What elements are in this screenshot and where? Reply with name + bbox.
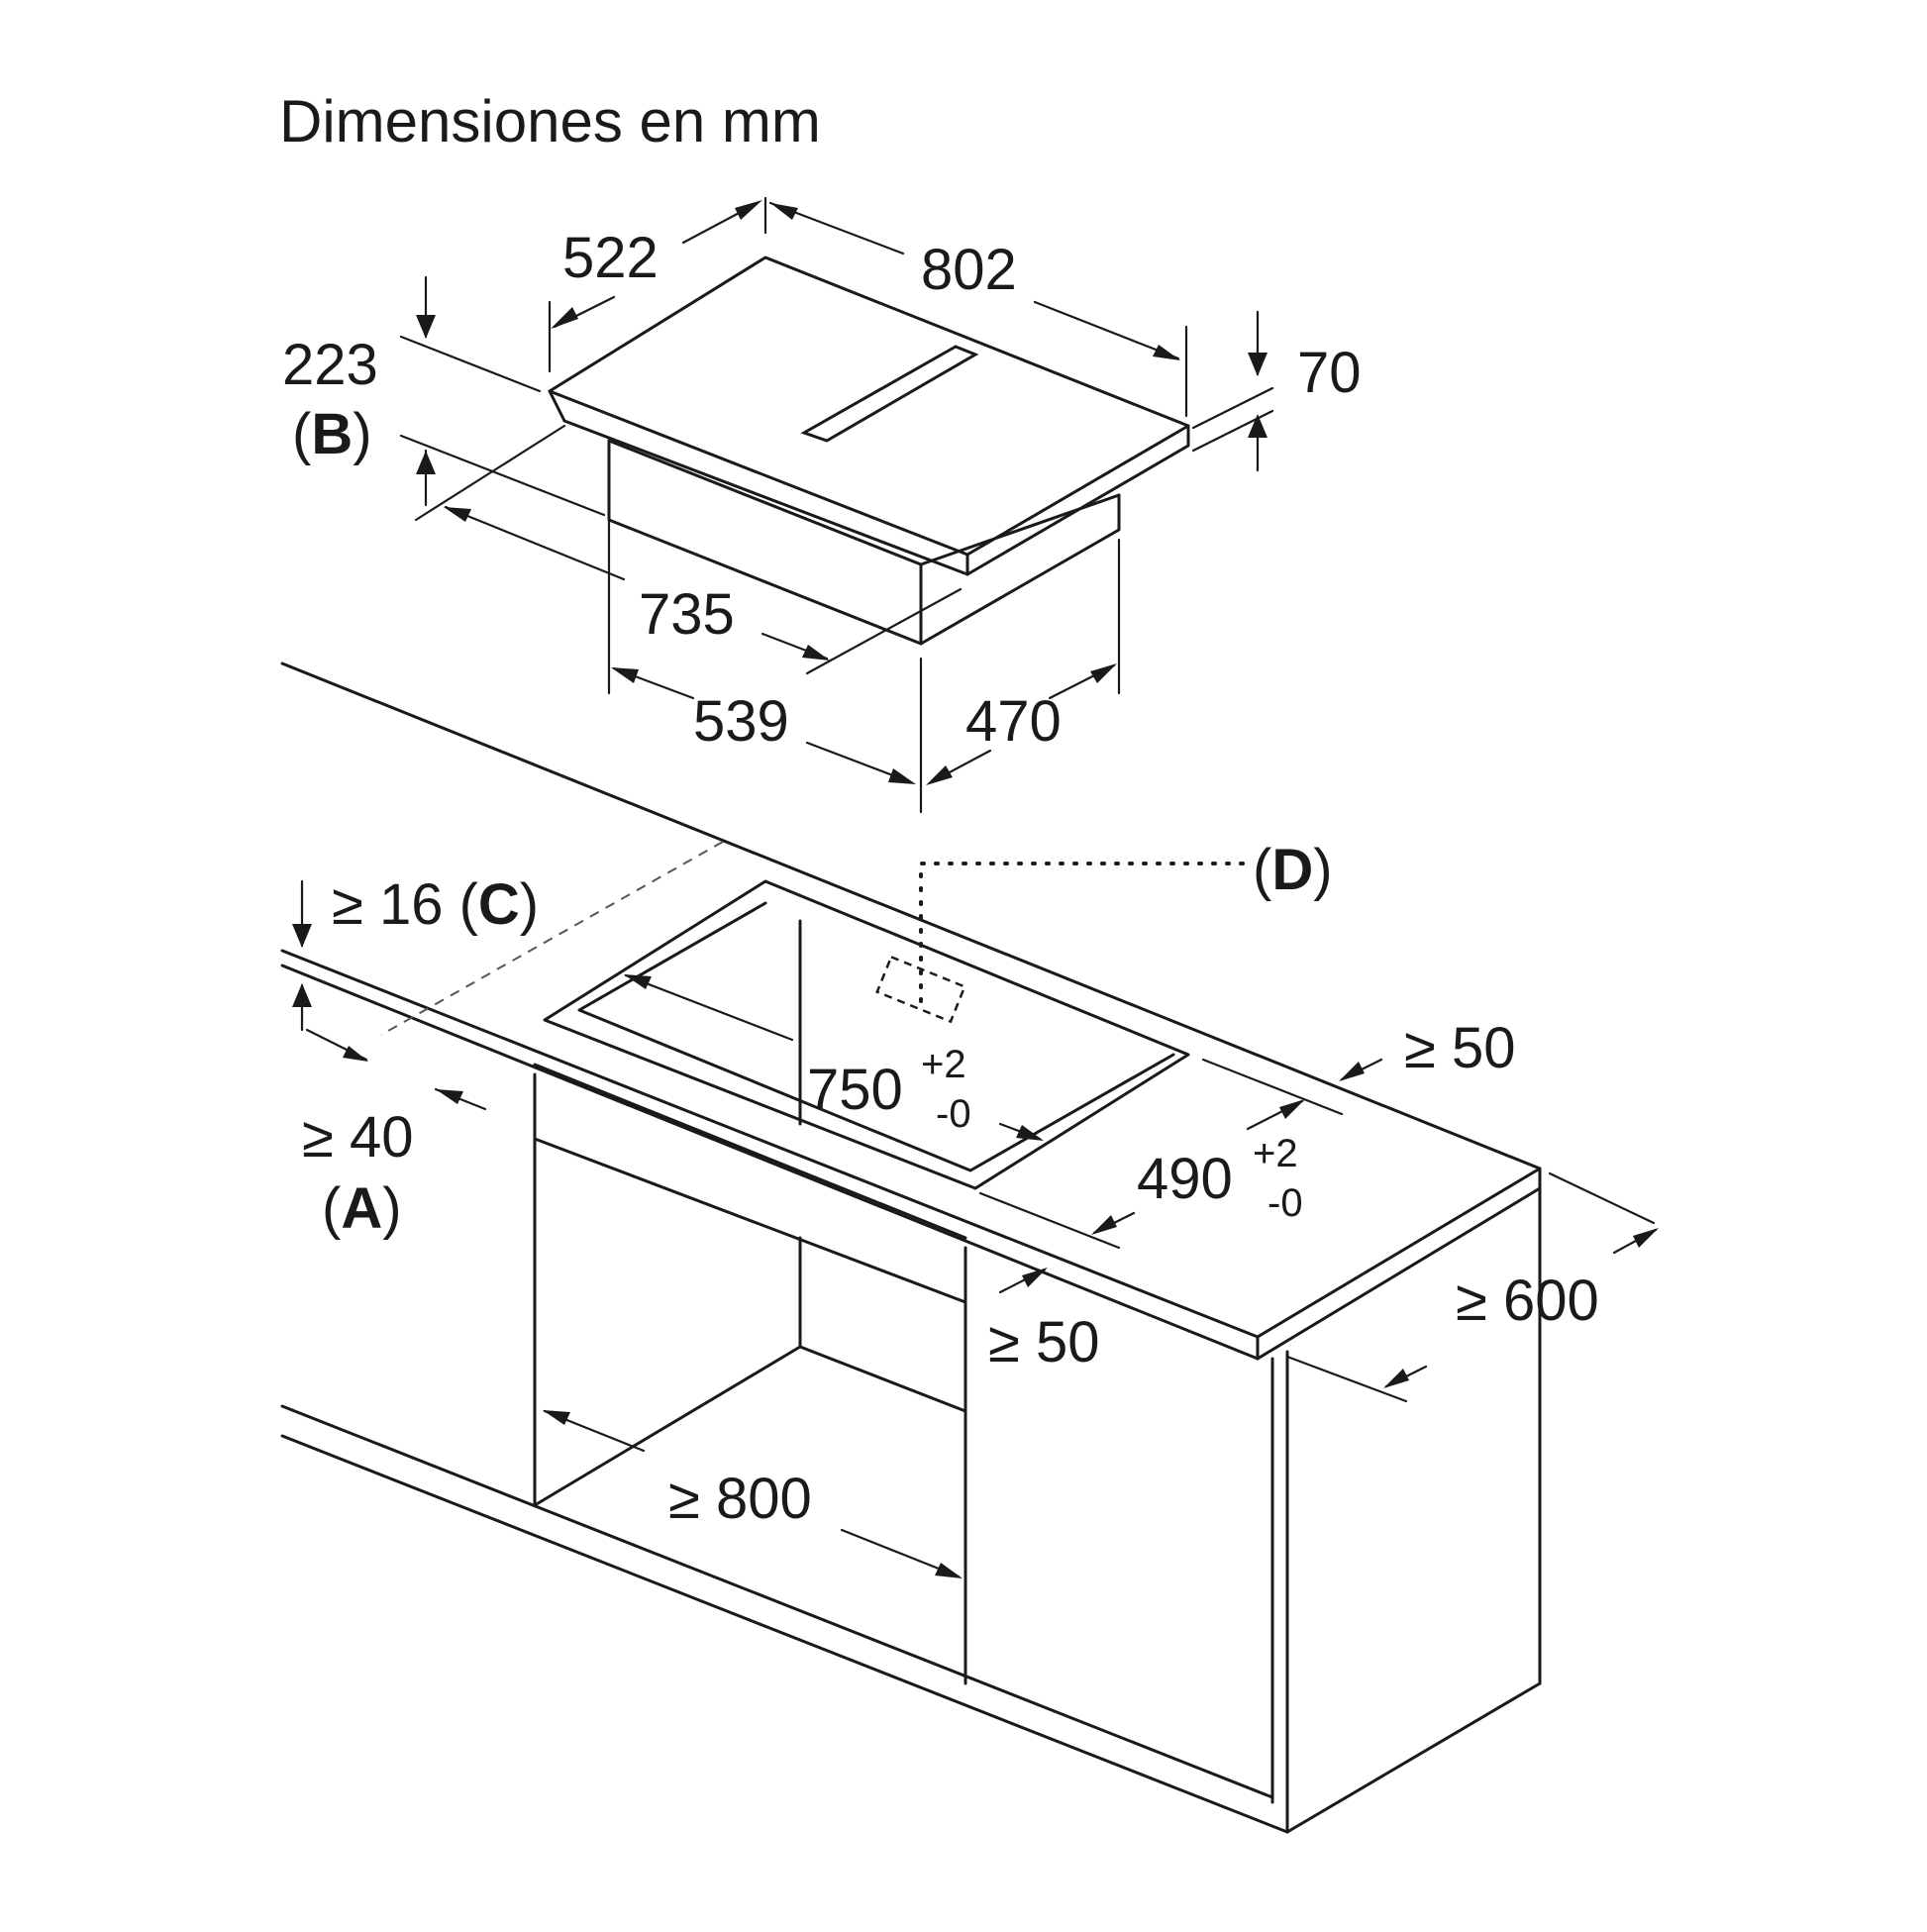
- cooktop-extraction-slot: [800, 345, 979, 443]
- min-worktop-group: ≥ 16 (C): [332, 872, 539, 937]
- label-b-group: (B): [292, 402, 372, 466]
- cooktop-drawing: [548, 255, 1190, 646]
- dim-min-cabinet: ≥ 800: [668, 1467, 812, 1531]
- label-b: B: [311, 402, 353, 466]
- dim-body-offset: 539: [693, 689, 789, 754]
- dim-min-depth: ≥ 600: [1456, 1269, 1599, 1333]
- label-a: A: [341, 1176, 382, 1241]
- worktop-drawing: [280, 661, 1542, 1834]
- tol-cutout-width-plus: +2: [921, 1043, 966, 1086]
- dim-body-width: 735: [639, 582, 735, 647]
- dim-depth-top: 522: [562, 226, 659, 290]
- diagram-title: Dimensiones en mm: [279, 88, 821, 154]
- base-cabinet: [280, 1072, 1542, 1834]
- tol-cutout-depth-plus: +2: [1253, 1132, 1298, 1175]
- dim-thickness: 70: [1297, 341, 1362, 405]
- dim-cutout-depth: 490: [1137, 1147, 1233, 1211]
- worktop-dimensions: [292, 879, 1659, 1578]
- connector-box: [875, 955, 966, 1024]
- label-a-group: (A): [322, 1176, 402, 1241]
- worktop-cutout: [543, 879, 1190, 1190]
- tol-cutout-depth-minus: -0: [1268, 1181, 1303, 1225]
- label-c: C: [478, 872, 520, 937]
- dim-cutout-width: 750: [807, 1058, 903, 1122]
- dim-min-worktop: ≥ 16: [332, 872, 443, 937]
- connector-leader-line: [919, 862, 1245, 1007]
- tol-cutout-width-minus: -0: [936, 1092, 971, 1136]
- cooktop-dimensions: [399, 196, 1274, 814]
- dim-min-side-left: ≥ 50: [988, 1310, 1099, 1374]
- dim-body-depth: 470: [965, 689, 1062, 754]
- dim-min-front: ≥ 40: [302, 1105, 413, 1169]
- dim-min-side-right: ≥ 50: [1404, 1016, 1515, 1080]
- dim-width-top: 802: [921, 238, 1017, 302]
- label-d: D: [1271, 838, 1313, 902]
- label-d-group: (D): [1253, 838, 1333, 902]
- dim-height-b: 223: [282, 333, 378, 397]
